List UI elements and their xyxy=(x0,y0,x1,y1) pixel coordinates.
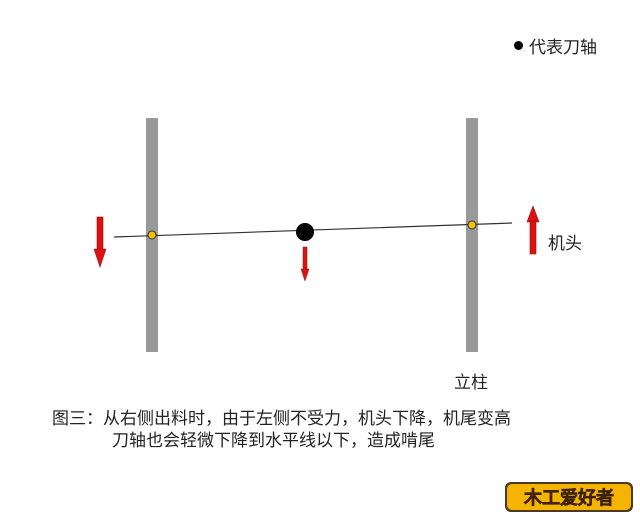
legend-label: 代表刀轴 xyxy=(529,38,597,58)
right-pivot-point xyxy=(467,220,477,230)
legend: 代表刀轴 xyxy=(514,33,597,58)
left-down-arrow-icon xyxy=(93,216,107,268)
right-up-arrow-icon xyxy=(526,205,540,255)
machine-head-label: 机头 xyxy=(548,234,582,254)
caption-line-2: 刀轴也会轻微下降到水平线以下，造成啃尾 xyxy=(112,431,435,451)
woodworking-logo: 木工爱好者 xyxy=(505,482,633,512)
axle-down-arrow-icon xyxy=(300,246,310,282)
cutter-axle xyxy=(296,223,314,241)
logo-text: 木工爱好者 xyxy=(523,487,614,509)
column-label: 立柱 xyxy=(454,373,488,393)
left-pivot-point xyxy=(147,230,157,240)
right-post xyxy=(466,118,478,352)
figure-caption: 图三：从右侧出料时，由于左侧不受力，机头下降，机尾变高 刀轴也会轻微下降到水平线… xyxy=(52,408,511,452)
caption-line-1: 图三：从右侧出料时，由于左侧不受力，机头下降，机尾变高 xyxy=(52,409,511,429)
black-dot-icon xyxy=(514,41,523,50)
